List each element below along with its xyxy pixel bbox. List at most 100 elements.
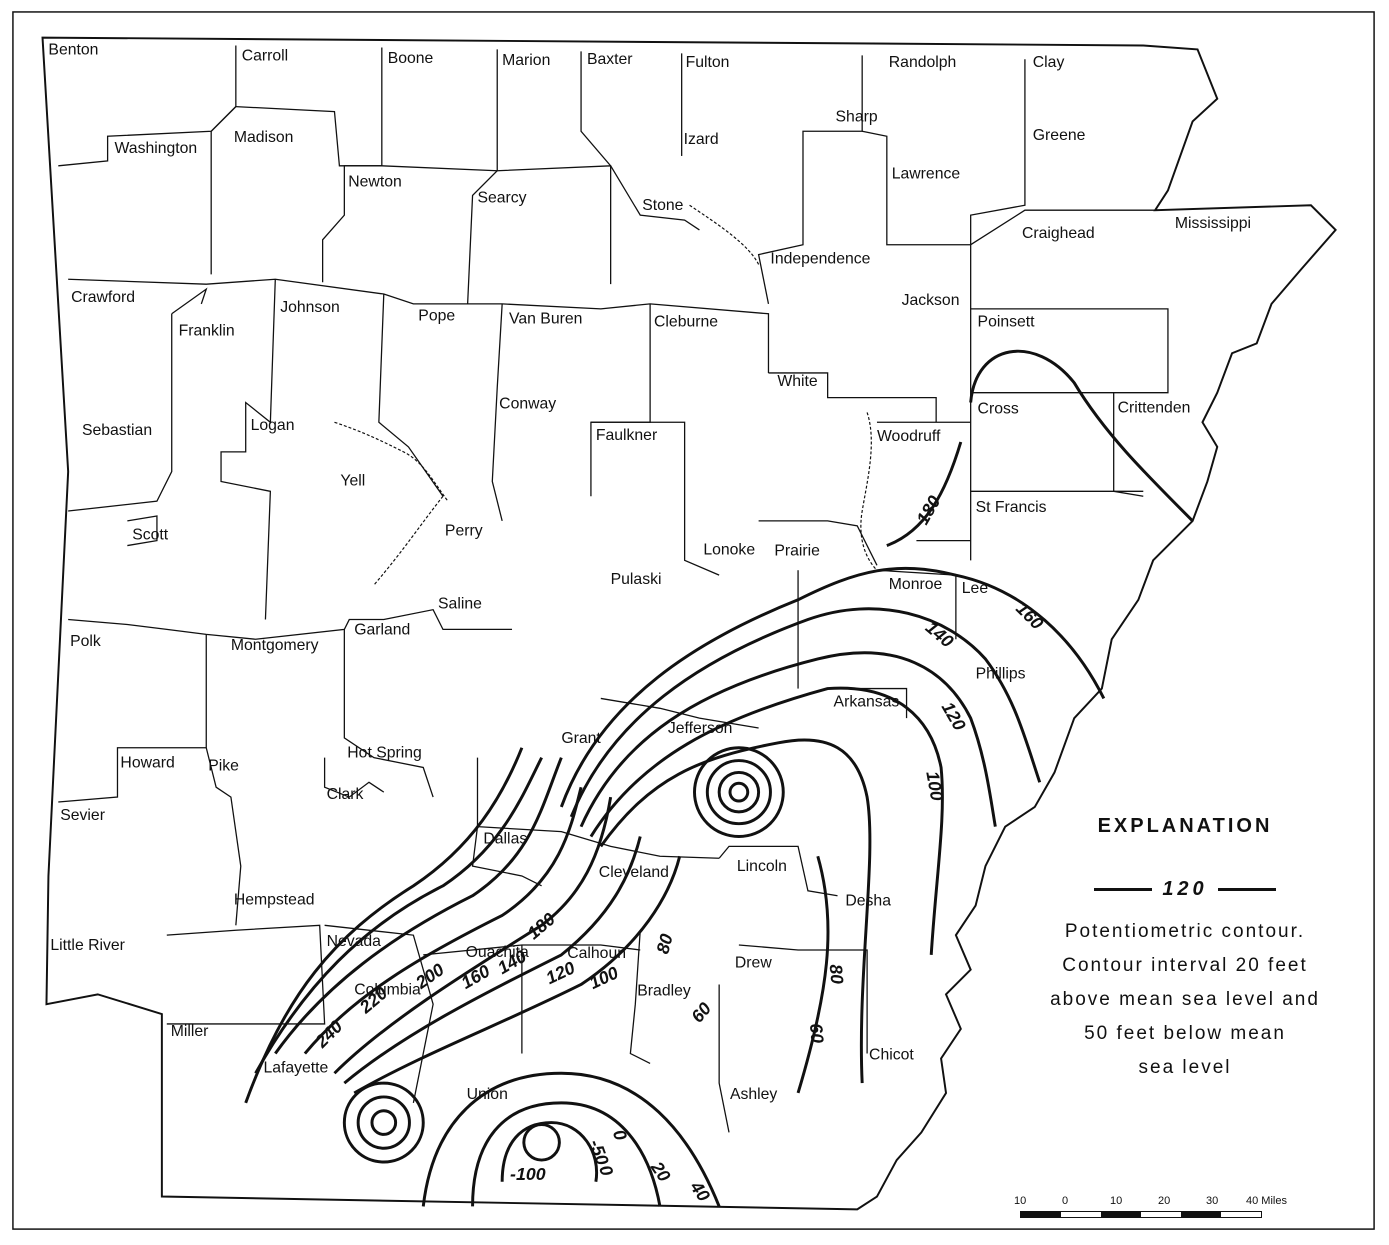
contour-label: 240 xyxy=(311,1016,347,1052)
county-label-hempstead: Hempstead xyxy=(234,892,315,909)
scale-tick: 40 Miles xyxy=(1246,1195,1287,1207)
county-label-clay: Clay xyxy=(1033,54,1065,71)
county-label-madison: Madison xyxy=(234,129,294,146)
county-label-garland: Garland xyxy=(354,621,410,638)
contour-label: 160 xyxy=(1012,598,1047,633)
explanation-title: EXPLANATION xyxy=(1097,815,1273,837)
potentiometric-contours xyxy=(244,349,1194,1207)
county-label-perry: Perry xyxy=(445,523,483,540)
legend-description-line: 50 feet below mean xyxy=(1084,1023,1286,1044)
scale-bar-graphic xyxy=(1020,1211,1262,1218)
state-outline xyxy=(41,36,1337,1211)
county-label-woodruff: Woodruff xyxy=(877,428,941,445)
contour-label: 60 xyxy=(806,1023,828,1045)
county-label-chicot: Chicot xyxy=(869,1046,914,1063)
county-label-phillips: Phillips xyxy=(976,666,1026,683)
county-label-cleburne: Cleburne xyxy=(654,314,718,331)
county-label-craighead: Craighead xyxy=(1022,225,1095,242)
county-label-union: Union xyxy=(467,1086,508,1103)
county-label-van-buren: Van Buren xyxy=(509,311,582,328)
county-label-logan: Logan xyxy=(251,417,295,434)
legend-description: Potentiometric contour. Contour interval… xyxy=(1000,915,1370,1085)
county-label-dallas: Dallas xyxy=(483,830,527,847)
county-label-searcy: Searcy xyxy=(477,189,526,206)
county-label-sebastian: Sebastian xyxy=(82,422,152,439)
legend-description-line: sea level xyxy=(1138,1057,1232,1078)
legend-sample-value: 120 xyxy=(1162,878,1208,900)
county-label-mississippi: Mississippi xyxy=(1175,215,1251,232)
county-label-washington: Washington xyxy=(115,140,198,157)
county-label-desha: Desha xyxy=(845,893,891,910)
scale-tick: 0 xyxy=(1062,1195,1069,1207)
county-label-drew: Drew xyxy=(735,955,772,972)
map-frame: Benton Carroll Boone Marion Baxter Fulto… xyxy=(8,8,1380,1236)
county-label-saline: Saline xyxy=(438,596,482,613)
contour-label: 60 xyxy=(687,998,715,1026)
county-label-ashley: Ashley xyxy=(730,1086,777,1103)
county-label-sevier: Sevier xyxy=(60,807,105,824)
county-label-little-river: Little River xyxy=(50,937,124,954)
legend-description-line: above mean sea level and xyxy=(1050,989,1320,1010)
county-label-calhoun: Calhoun xyxy=(567,945,626,962)
county-label-monroe: Monroe xyxy=(889,576,943,593)
county-label-nevada: Nevada xyxy=(327,933,382,950)
county-label-baxter: Baxter xyxy=(587,51,633,68)
county-label-newton: Newton xyxy=(348,174,401,191)
county-label-greene: Greene xyxy=(1033,127,1086,144)
county-label-clark: Clark xyxy=(327,786,364,803)
county-label-polk: Polk xyxy=(70,633,101,650)
county-boundaries xyxy=(58,45,1169,1133)
contour-label: -100 xyxy=(510,1164,546,1184)
county-label-independence: Independence xyxy=(770,250,870,267)
county-label-faulkner: Faulkner xyxy=(596,427,657,444)
county-label-bradley: Bradley xyxy=(637,982,691,999)
legend-description-line: Potentiometric contour. xyxy=(1064,921,1306,942)
contour-label: 100 xyxy=(922,770,947,803)
county-label-cleveland: Cleveland xyxy=(599,864,669,881)
county-label-conway: Conway xyxy=(499,395,556,412)
contour-label: 140 xyxy=(922,617,958,651)
legend-description-line: Contour interval 20 feet xyxy=(1062,955,1308,976)
county-label-marion: Marion xyxy=(502,52,550,69)
county-label-lonoke: Lonoke xyxy=(703,541,755,558)
legend-line-right xyxy=(1217,888,1276,891)
contour-label: 20 xyxy=(646,1157,674,1186)
county-label-izard: Izard xyxy=(684,131,719,148)
legend-line-left xyxy=(1094,888,1153,891)
county-label-ouachita: Ouachita xyxy=(466,944,529,961)
contour-label: 40 xyxy=(686,1177,714,1206)
county-label-stone: Stone xyxy=(642,197,683,214)
county-label-scott: Scott xyxy=(132,527,169,544)
county-label-lincoln: Lincoln xyxy=(737,858,787,875)
county-label-white: White xyxy=(777,373,818,390)
explanation-legend: EXPLANATION 120 Potentiometric contour. … xyxy=(1000,815,1370,1085)
county-label-howard: Howard xyxy=(120,754,174,771)
county-label-crittenden: Crittenden xyxy=(1118,399,1191,416)
neat-line xyxy=(12,11,1375,1230)
county-label-benton: Benton xyxy=(48,41,98,58)
county-label-pope: Pope xyxy=(418,308,455,325)
county-label-miller: Miller xyxy=(171,1023,209,1040)
county-label-franklin: Franklin xyxy=(179,322,235,339)
county-label-jackson: Jackson xyxy=(902,292,960,309)
county-label-pulaski: Pulaski xyxy=(611,571,662,588)
rivers xyxy=(334,204,878,586)
scale-tick: 30 xyxy=(1206,1195,1219,1207)
contour-label: 120 xyxy=(938,698,970,734)
county-label-arkansas: Arkansas xyxy=(834,693,900,710)
county-label-boone: Boone xyxy=(388,50,434,67)
county-label-columbia: Columbia xyxy=(354,981,421,998)
county-label-prairie: Prairie xyxy=(774,542,820,559)
county-label-poinsett: Poinsett xyxy=(978,314,1036,331)
county-label-st-francis: St Francis xyxy=(976,499,1047,516)
county-label-johnson: Johnson xyxy=(280,299,340,316)
county-label-grant: Grant xyxy=(561,730,601,747)
county-label-lawrence: Lawrence xyxy=(892,166,961,183)
scale-tick: 10 xyxy=(1014,1195,1027,1207)
contour-labels: 180 160 140 120 100 80 60 240 220 200 18… xyxy=(311,492,1048,1205)
county-label-hot-spring: Hot Spring xyxy=(347,745,422,762)
contour-label: 160 xyxy=(458,961,494,993)
county-label-cross: Cross xyxy=(978,400,1019,417)
contour-label: 80 xyxy=(826,963,848,985)
scale-bar: 10 0 10 20 30 40 Miles xyxy=(1010,1195,1310,1225)
